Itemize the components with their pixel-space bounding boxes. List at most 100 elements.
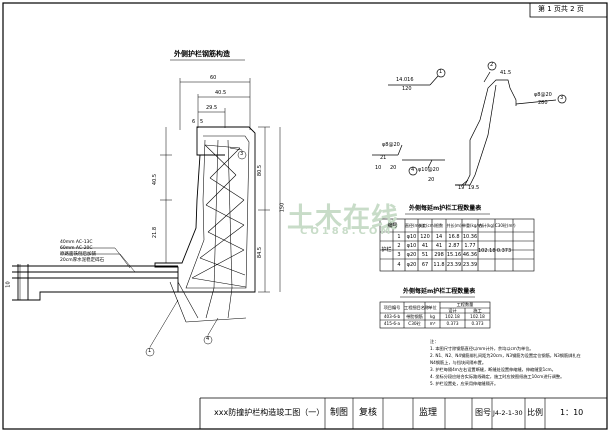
title-block-drawing-no: J4-2-1-30 — [493, 409, 523, 417]
table-cell: 2.87 — [448, 243, 460, 249]
table-cell: 16.8 — [448, 234, 460, 240]
table1-group-label: 护栏 — [381, 247, 392, 253]
dimension-lines — [19, 78, 281, 300]
note-line: 3. 护栏每隔4m左右设置断缝，断缝处设置伸缩缝，伸缩缝宽1cm。 — [430, 367, 556, 372]
note-line: N4钢筋上，与挡块间隔布置。 — [430, 360, 487, 365]
drawing-title: xxx防撞护栏构造竣工图（一） — [214, 408, 325, 417]
table-cell: 3 — [397, 252, 401, 258]
table-cell: 0.373 — [446, 321, 459, 326]
table-cell: 0.373 — [471, 321, 484, 326]
table-cell: 14 — [435, 234, 443, 240]
table-cell: 41 — [435, 243, 443, 249]
table1-header: 合计(kg) — [478, 223, 495, 228]
dim-label: 60 — [210, 75, 217, 81]
table1-header: C30砼(m³) — [495, 223, 516, 228]
note-line: 1. 本图尺寸除钢筋直径以mm计外，余均以cm为单位。 — [430, 346, 534, 351]
table1-header: 长度(cm) — [418, 223, 436, 228]
table-cell: 1.77 — [464, 243, 476, 249]
rebar-dim: 120 — [402, 86, 412, 92]
table-cell: 带肋钢筋 — [406, 314, 423, 319]
table-cell: 102.18 — [470, 314, 485, 319]
pavement-layer-label: 60mm AC-20C — [60, 246, 93, 251]
rebar-dim: φ10@20 — [418, 167, 440, 173]
barrier-cross-section — [12, 126, 256, 301]
table-cell: C30砼 — [408, 321, 421, 326]
quantity-table-1-grid — [379, 218, 535, 272]
pavement-layer-label: 20cm厚水泥稳定碎石 — [60, 258, 105, 263]
title-block-scale: 1：10 — [560, 408, 584, 417]
table-cell: 403-6-b — [383, 314, 401, 319]
dim-label: 84.5 — [257, 246, 264, 259]
table1-title: 外侧每延m护栏工程数量表 — [409, 205, 482, 212]
dim-label: 29.5 — [206, 105, 218, 111]
table2-header: 施工 — [473, 308, 482, 313]
note-line: 注： — [430, 339, 439, 344]
table1-header: 编号 — [387, 223, 398, 229]
rebar-dim: 280 — [538, 100, 548, 106]
table-cell: 23.39 — [462, 262, 478, 268]
callout-number: 1 — [439, 69, 443, 75]
table-cell: 415-6-a — [383, 321, 401, 326]
table-cell: 41 — [421, 243, 429, 249]
callout-number: 3 — [560, 95, 564, 101]
title-block-drafter: 制图 — [330, 408, 349, 418]
table2-header: 单位 — [428, 305, 437, 310]
section-leaders — [60, 147, 247, 357]
rebar-details — [372, 61, 567, 186]
table-cell: 298 — [434, 252, 444, 258]
table-cell: 4 — [397, 262, 401, 268]
dim-label: 6 — [192, 119, 196, 125]
quantity-table-2-grid — [379, 301, 491, 329]
table-cell: 46.36 — [462, 252, 478, 258]
table-cell: m³ — [429, 321, 436, 326]
note-line: 4. 坐标分段应结合实际路线确定，施工时应按图纸施工10cm进行调整。 — [430, 374, 565, 379]
table2-header: 设计 — [448, 308, 457, 313]
rebar-dim: 21 — [380, 155, 387, 161]
dim-label: 40.5 — [152, 173, 159, 186]
section-title: 外侧护栏钢筋构造 — [174, 50, 230, 58]
dim-label: 10 — [5, 281, 12, 288]
rebar-dim: φ8@20 — [534, 92, 552, 98]
title-block-scale-label: 比例 — [527, 408, 543, 417]
table2-header: 项目编号 — [383, 305, 401, 310]
rebar-dim: 10 — [375, 165, 382, 171]
rebar-dim: 20 — [428, 177, 435, 183]
table1-total: 102.18 — [478, 248, 496, 254]
table2-title: 外侧每延m护栏工程数量表 — [403, 288, 476, 295]
table-cell: 67 — [421, 262, 429, 268]
watermark-sub: CO188.COM — [300, 226, 394, 237]
table-cell: 11.8 — [433, 262, 445, 268]
title-block-checker: 复核 — [359, 408, 378, 418]
page-box — [529, 2, 608, 18]
rebar-dim: φ8@20 — [382, 142, 400, 148]
table1-concrete: 0.373 — [496, 248, 512, 254]
rebar-dim: 14.016 — [396, 77, 414, 83]
table-cell: 2 — [397, 243, 401, 249]
table2-header: 工程数量 — [456, 302, 474, 307]
dim-label: 21.8 — [152, 226, 159, 239]
table-cell: 51 — [421, 252, 429, 258]
rebar-cage — [169, 135, 250, 323]
table1-header: 单重(kg/m) — [462, 223, 484, 228]
table-cell: 102.18 — [445, 314, 460, 319]
table-cell: φ20 — [406, 262, 417, 268]
rebar-dim: 41.5 — [500, 70, 512, 76]
dim-label: 40.5 — [215, 90, 227, 96]
note-line: 5. 护栏设置处，应采用伸缩缝隔开。 — [430, 381, 499, 386]
title-block-drawing-no-label: 图号 — [475, 408, 491, 417]
rebar-dim: 19 — [458, 185, 465, 191]
callout-number: 3 — [240, 151, 244, 157]
table-cell: kg — [429, 314, 436, 319]
title-block-supervisor: 监理 — [419, 408, 438, 418]
table1-header: 直径(mm) — [405, 223, 424, 228]
table-cell: φ20 — [406, 252, 417, 258]
table-cell: 10.36 — [462, 234, 478, 240]
pavement-layer-label: 原路面铣刨后加铺 — [60, 252, 96, 257]
table-cell: 1 — [397, 234, 401, 240]
table-cell: 15.16 — [446, 252, 462, 258]
table-cell: 120 — [420, 234, 430, 240]
dim-label: 5 — [200, 119, 204, 125]
dim-label: 150 — [279, 202, 286, 213]
note-line: 2. N1、N2、N4钢筋绑扎间距为20cm，N3钢筋为设置定位钢筋，N3钢筋绑… — [430, 353, 581, 358]
